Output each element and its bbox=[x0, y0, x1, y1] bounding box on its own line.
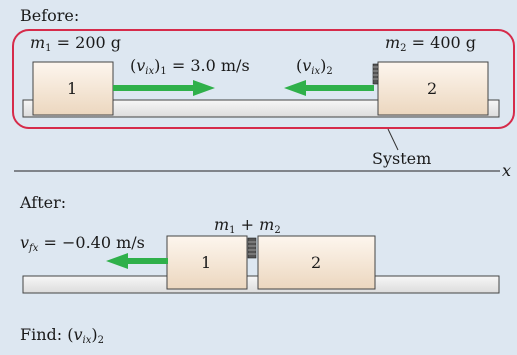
system-outline bbox=[12, 29, 515, 129]
before-heading: Before: bbox=[20, 6, 80, 25]
bumper-after bbox=[247, 237, 257, 259]
find-label: Find: (vix)2 bbox=[20, 325, 105, 347]
combined-mass-label: m1 + m2 bbox=[214, 215, 281, 237]
system-leader-line bbox=[387, 128, 399, 151]
block-1-after bbox=[166, 235, 248, 290]
initial-velocity-2-label: (vix)2 bbox=[296, 56, 333, 78]
velocity-arrow-final bbox=[106, 253, 168, 269]
block-2-after bbox=[257, 235, 376, 290]
block-1-number-after: 1 bbox=[201, 253, 212, 272]
block-1-before bbox=[32, 61, 114, 116]
block-2-before bbox=[377, 61, 489, 116]
x-axis-label: x bbox=[502, 161, 512, 180]
velocity-arrow-2 bbox=[284, 80, 374, 96]
final-velocity-label: vfx = −0.40 m/s bbox=[20, 233, 145, 255]
initial-velocity-1-label: (vix)1 = 3.0 m/s bbox=[130, 56, 250, 78]
system-label: System bbox=[372, 149, 432, 168]
bumper-block-2-before bbox=[372, 63, 379, 85]
block-2-number-after: 2 bbox=[311, 253, 322, 272]
after-heading: After: bbox=[20, 193, 67, 212]
block-2-number-before: 2 bbox=[427, 79, 438, 98]
mass-1-label: m1 = 200 g bbox=[30, 33, 121, 55]
velocity-arrow-1 bbox=[113, 80, 215, 96]
mass-2-label: m2 = 400 g bbox=[385, 33, 476, 55]
block-1-number-before: 1 bbox=[67, 79, 78, 98]
